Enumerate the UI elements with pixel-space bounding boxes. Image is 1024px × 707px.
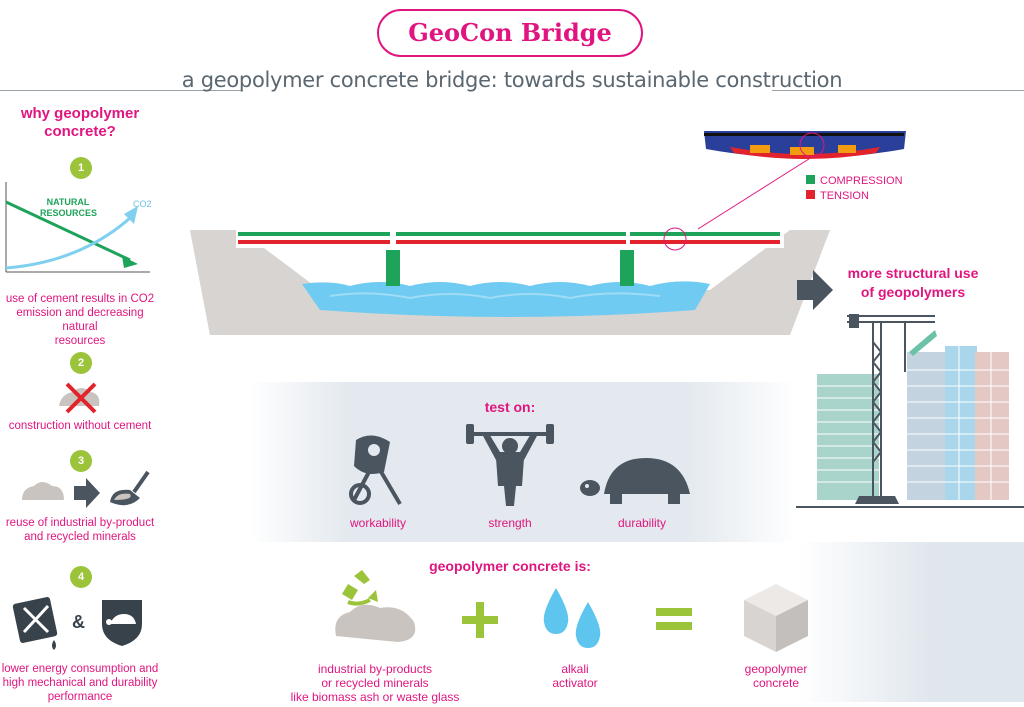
turtle-shield-icon [102, 600, 142, 646]
arrow-right-icon [74, 478, 100, 508]
result-label: concrete [752, 676, 800, 690]
city-buildings-icon [795, 314, 1024, 508]
right-heading: of geopolymers [860, 284, 966, 300]
compression-swatch [806, 175, 815, 184]
page-subtitle: a geopolymer concrete bridge: towards su… [181, 68, 843, 92]
pier [620, 250, 634, 286]
equals-icon [656, 608, 692, 630]
no-cement-icon [59, 382, 100, 414]
deck-compression [396, 232, 626, 236]
step-badge-4: 4 [70, 566, 92, 588]
deck-tension [238, 240, 390, 244]
caption: high mechanical and durability [2, 677, 158, 689]
caption: lower energy consumption and [1, 663, 159, 675]
right-heading: more structural use [847, 265, 979, 281]
ampersand: & [72, 612, 85, 632]
test-heading: test on: [484, 399, 536, 415]
caption: performance [47, 691, 113, 703]
legend-compression: COMPRESSION [820, 175, 903, 187]
bridge-scene [190, 226, 830, 335]
co2-line [5, 216, 131, 270]
caption: reuse of industrial by-product [5, 517, 155, 529]
stress-detail [697, 131, 906, 230]
deck-tension [630, 240, 780, 244]
deck-tension [396, 240, 626, 244]
divider [772, 90, 1024, 91]
result-label: geopolymer [744, 662, 808, 676]
rock-pile-icon [22, 482, 64, 500]
deck-compression [630, 232, 780, 236]
zoom-circle [663, 227, 687, 251]
resources-co2-graph [5, 182, 150, 273]
term2-label: alkali [561, 662, 589, 676]
caption: and recycled minerals [24, 531, 136, 543]
arrow-right-icon [797, 270, 833, 310]
co2-label: CO2 [133, 199, 152, 209]
term1-label: industrial by-products [317, 662, 433, 676]
natural-resources-line [5, 200, 131, 262]
why-heading: why geopolymer concrete? [20, 105, 140, 140]
weightlifter-icon [466, 424, 554, 506]
test-label-workability: workability [349, 516, 406, 530]
arrow-head-icon [122, 256, 138, 268]
tension-swatch [806, 190, 815, 199]
term1-label: or recycled minerals [321, 676, 429, 690]
recycled-minerals-icon [335, 570, 416, 642]
caption: emission and decreasing natural [16, 307, 144, 333]
plus-icon [462, 602, 498, 638]
legend-tension: TENSION [820, 190, 869, 202]
caption: use of cement results in CO2 [5, 293, 155, 305]
test-label-strength: strength [488, 516, 532, 530]
cement-mixer-icon [349, 435, 402, 506]
turtle-icon [580, 458, 690, 504]
step-badge-3: 3 [70, 450, 92, 472]
test-label-durability: durability [617, 516, 667, 530]
reuse-icon [22, 470, 150, 508]
caption: resources [54, 335, 106, 347]
equation-heading: geopolymer concrete is: [429, 558, 591, 574]
term1-label: like biomass ash or waste glass [290, 690, 460, 704]
pier [386, 250, 400, 286]
term2-label: activator [552, 676, 598, 690]
step-badge-1: 1 [70, 157, 92, 179]
concrete-cube-icon [744, 584, 808, 652]
arrow-head-icon [124, 206, 138, 224]
equation-panel [800, 542, 1024, 702]
page-title: GeoCon Bridge [377, 9, 643, 57]
drops-icon [543, 588, 601, 648]
caption: construction without cement [8, 420, 152, 432]
natural-resources-label: RESOURCES [40, 208, 98, 218]
divider [0, 90, 243, 91]
step-badge-2: 2 [70, 352, 92, 374]
river [302, 281, 710, 317]
natural-resources-label: NATURAL [46, 197, 90, 207]
deck-compression [238, 232, 390, 236]
fuel-can-crossed-icon [12, 597, 58, 650]
